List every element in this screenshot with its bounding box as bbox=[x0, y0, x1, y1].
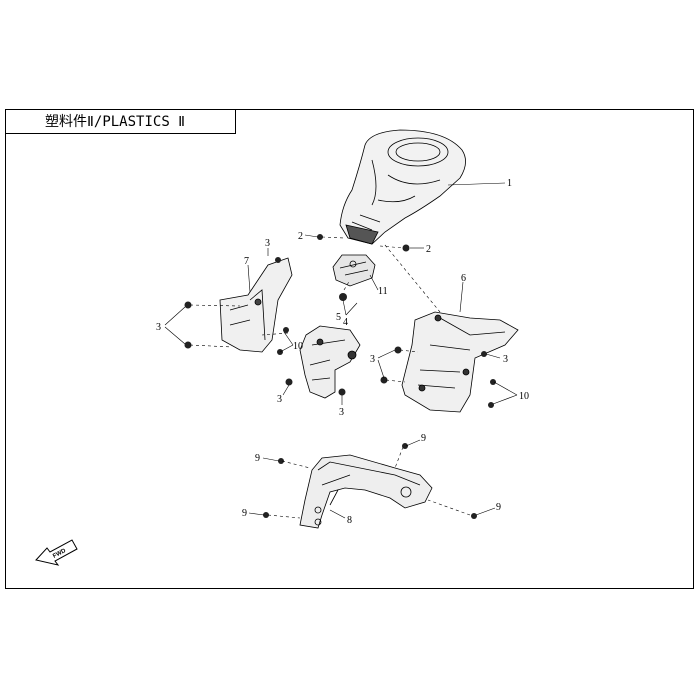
callout-9-top: 9 bbox=[421, 433, 426, 444]
part-1-tank-cover bbox=[339, 129, 466, 245]
callout-9-left-bottom: 9 bbox=[242, 508, 247, 519]
callout-3-right: 3 bbox=[370, 354, 375, 365]
diagram-frame bbox=[5, 109, 694, 589]
callout-9-right: 9 bbox=[496, 502, 501, 513]
callout-3-left: 3 bbox=[156, 322, 161, 333]
part-11-bracket bbox=[332, 254, 376, 287]
callout-9-left-top: 9 bbox=[255, 453, 260, 464]
part-6-right-panel bbox=[401, 311, 519, 413]
callout-2-right: 2 bbox=[426, 244, 431, 255]
callout-2-left: 2 bbox=[298, 231, 303, 242]
callout-11: 11 bbox=[378, 286, 388, 297]
leader-lines bbox=[164, 182, 518, 519]
callout-3-top: 3 bbox=[265, 238, 270, 249]
assembly-lines bbox=[189, 236, 471, 519]
callout-6: 6 bbox=[461, 273, 466, 284]
callout-8: 8 bbox=[347, 515, 352, 526]
diagram-title: 塑料件Ⅱ/PLASTICS Ⅱ bbox=[5, 109, 236, 134]
callout-3-center-bottom: 3 bbox=[339, 407, 344, 418]
fasteners bbox=[184, 234, 496, 519]
part-7-left-panel bbox=[219, 257, 293, 353]
callout-5: 5 bbox=[336, 312, 341, 323]
part-8-lower-frame bbox=[299, 454, 433, 529]
callout-7: 7 bbox=[244, 256, 249, 267]
fwd-arrow-icon bbox=[35, 539, 78, 566]
callout-4: 4 bbox=[343, 317, 348, 328]
callout-10-left: 10 bbox=[293, 341, 303, 352]
center-small-cover bbox=[299, 325, 361, 399]
callout-3-far-right: 3 bbox=[503, 354, 508, 365]
callout-10-right: 10 bbox=[519, 391, 529, 402]
callout-1: 1 bbox=[507, 178, 512, 189]
title-text: 塑料件Ⅱ/PLASTICS Ⅱ bbox=[45, 114, 186, 130]
callout-3-center-left: 3 bbox=[277, 394, 282, 405]
